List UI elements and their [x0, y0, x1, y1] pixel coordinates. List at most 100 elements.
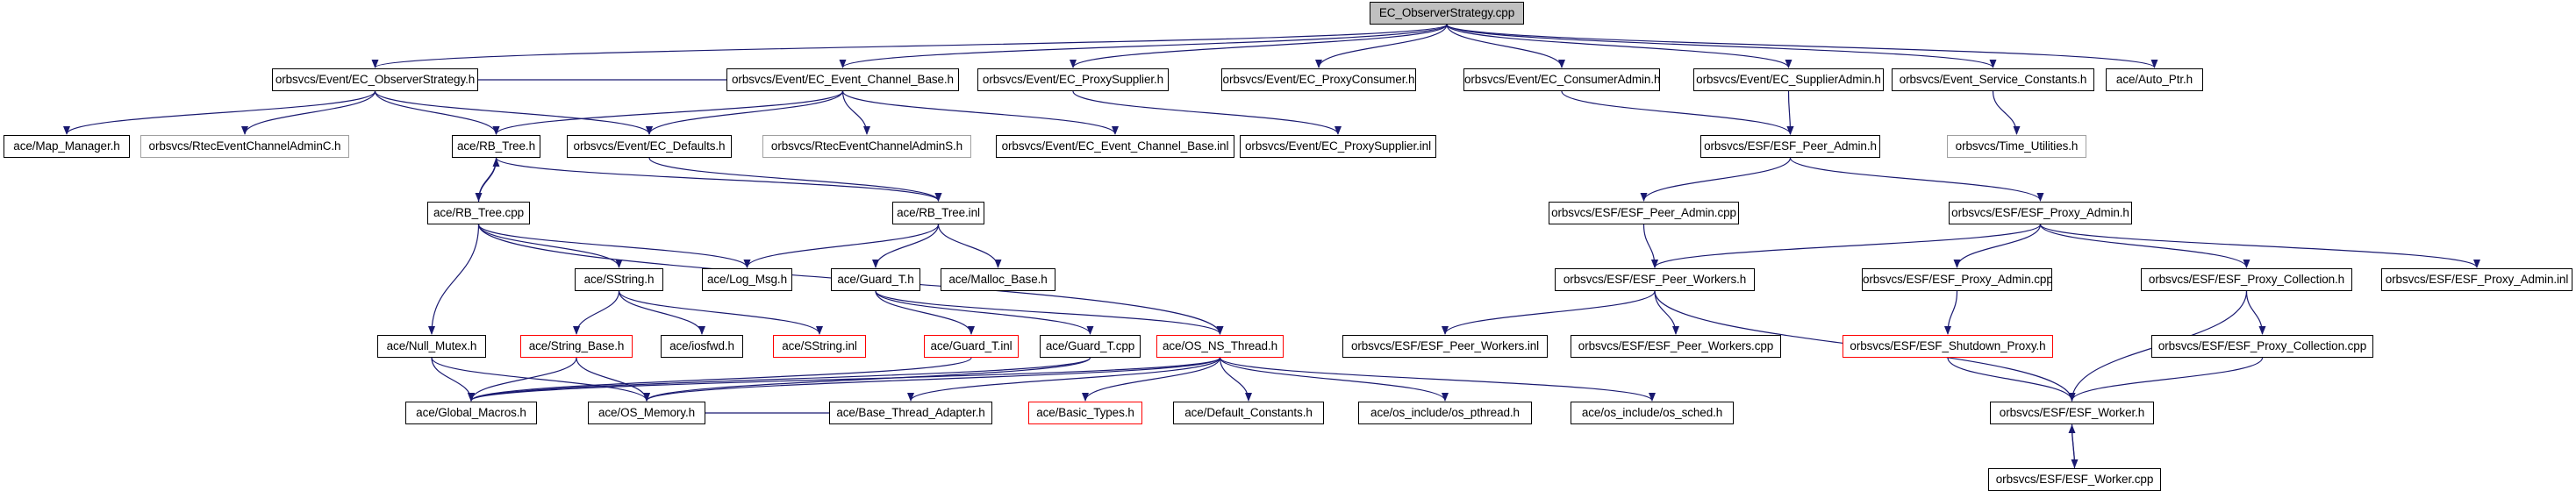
graph-node[interactable]: orbsvcs/RtecEventChannelAdminS.h: [762, 135, 971, 158]
graph-node[interactable]: orbsvcs/ESF/ESF_Proxy_Admin.h: [1949, 202, 2132, 224]
graph-node[interactable]: ace/Guard_T.inl: [924, 335, 1019, 358]
graph-edge: [1072, 90, 1342, 135]
graph-node[interactable]: ace/Map_Manager.h: [4, 135, 130, 158]
graph-node[interactable]: orbsvcs/Time_Utilities.h: [1947, 135, 2086, 158]
graph-node[interactable]: orbsvcs/ESF/ESF_Proxy_Admin.inl: [2381, 268, 2572, 291]
graph-node[interactable]: ace/OS_Memory.h: [588, 402, 705, 424]
graph-node[interactable]: orbsvcs/RtecEventChannelAdminC.h: [140, 135, 349, 158]
graph-edge: [477, 158, 500, 203]
graph-node[interactable]: ace/iosfwd.h: [661, 335, 743, 358]
graph-node[interactable]: ace/OS_NS_Thread.h: [1156, 335, 1284, 358]
graph-edge: [2039, 224, 2480, 268]
graph-node[interactable]: orbsvcs/Event/EC_Defaults.h: [567, 135, 732, 158]
graph-node[interactable]: ace/String_Base.h: [520, 335, 633, 358]
graph-node[interactable]: orbsvcs/ESF/ESF_Worker.h: [1990, 402, 2154, 424]
node-label: ace/Malloc_Base.h: [948, 273, 1048, 286]
graph-edge: [468, 357, 972, 402]
node-label: orbsvcs/Event/EC_Defaults.h: [573, 139, 726, 153]
graph-node[interactable]: orbsvcs/Event/EC_SupplierAdmin.h: [1693, 68, 1884, 91]
graph-node[interactable]: ace/Global_Macros.h: [405, 402, 537, 424]
node-label: ace/OS_NS_Thread.h: [1162, 339, 1278, 352]
node-label: orbsvcs/ESF/ESF_Proxy_Admin.inl: [2385, 273, 2569, 286]
graph-node[interactable]: ace/SString.h: [575, 268, 663, 291]
graph-node[interactable]: ace/os_include/os_sched.h: [1571, 402, 1734, 424]
graph-node[interactable]: ace/Default_Constants.h: [1173, 402, 1324, 424]
graph-node[interactable]: orbsvcs/Event/EC_ProxyConsumer.h: [1221, 68, 1416, 91]
graph-node[interactable]: orbsvcs/Event/EC_Event_Channel_Base.h: [726, 68, 959, 91]
graph-edge: [875, 290, 1094, 335]
graph-node[interactable]: orbsvcs/ESF/ESF_Peer_Admin.h: [1700, 135, 1880, 158]
graph-edge: [475, 157, 497, 202]
graph-edge: [643, 357, 1091, 402]
graph-node[interactable]: orbsvcs/Event/EC_ProxySupplier.inl: [1240, 135, 1436, 158]
graph-node[interactable]: ace/Auto_Ptr.h: [2106, 68, 2203, 91]
graph-node[interactable]: orbsvcs/ESF/ESF_Shutdown_Proxy.h: [1843, 335, 2053, 358]
graph-node[interactable]: ace/RB_Tree.inl: [892, 202, 984, 224]
graph-node[interactable]: ace/Guard_T.h: [831, 268, 920, 291]
graph-edge: [1654, 290, 1679, 335]
node-label: orbsvcs/ESF/ESF_Peer_Admin.h: [1704, 139, 1877, 153]
graph-edge: [1953, 224, 2042, 268]
graph-edge: [937, 224, 1002, 268]
graph-node[interactable]: ace/Log_Msg.h: [702, 268, 792, 291]
graph-edge: [2039, 224, 2250, 268]
node-label: orbsvcs/ESF/ESF_Proxy_Collection.cpp: [2157, 339, 2367, 352]
graph-node[interactable]: ace/RB_Tree.h: [452, 135, 540, 158]
graph-node[interactable]: ace/Basic_Types.h: [1028, 402, 1142, 424]
node-label: ace/RB_Tree.cpp: [433, 206, 525, 219]
node-label: orbsvcs/ESF/ESF_Peer_Workers.inl: [1350, 339, 1540, 352]
graph-edge: [839, 24, 1448, 68]
graph-edge: [63, 90, 376, 135]
graph-node[interactable]: ace/Base_Thread_Adapter.h: [829, 402, 992, 424]
node-label: orbsvcs/Event/EC_ProxyConsumer.h: [1222, 73, 1415, 86]
graph-node[interactable]: orbsvcs/Event/EC_ConsumerAdmin.h: [1463, 68, 1660, 91]
graph-edge: [1651, 224, 2042, 268]
node-label: ace/Global_Macros.h: [416, 406, 526, 419]
graph-node[interactable]: orbsvcs/Event/EC_ObserverStrategy.h: [272, 68, 478, 91]
node-label: orbsvcs/ESF/ESF_Worker.cpp: [1995, 473, 2154, 486]
graph-node[interactable]: ace/os_include/os_pthread.h: [1358, 402, 1532, 424]
graph-node[interactable]: ace/Guard_T.cpp: [1040, 335, 1141, 358]
graph-edge: [1082, 357, 1221, 402]
node-label: orbsvcs/ESF/ESF_Peer_Workers.cpp: [1578, 339, 1774, 352]
graph-node[interactable]: orbsvcs/ESF/ESF_Peer_Workers.cpp: [1571, 335, 1781, 358]
graph-node[interactable]: orbsvcs/ESF/ESF_Peer_Workers.inl: [1342, 335, 1548, 358]
graph-node[interactable]: orbsvcs/ESF/ESF_Peer_Workers.h: [1555, 268, 1755, 291]
node-label: ace/Basic_Types.h: [1036, 406, 1134, 419]
graph-node[interactable]: ace/RB_Tree.cpp: [427, 202, 530, 224]
graph-edge: [743, 224, 940, 268]
node-label: ace/Auto_Ptr.h: [2115, 73, 2193, 86]
graph-node[interactable]: orbsvcs/ESF/ESF_Proxy_Admin.cpp: [1862, 268, 2052, 291]
graph-edge: [1315, 24, 1448, 68]
graph-edge: [841, 90, 1119, 135]
graph-node[interactable]: EC_ObserverStrategy.cpp: [1370, 2, 1524, 25]
graph-edge: [573, 290, 620, 335]
node-label: orbsvcs/Time_Utilities.h: [1955, 139, 2079, 153]
graph-node[interactable]: orbsvcs/ESF/ESF_Proxy_Collection.cpp: [2151, 335, 2373, 358]
graph-node[interactable]: orbsvcs/ESF/ESF_Worker.cpp: [1988, 468, 2161, 491]
graph-node[interactable]: orbsvcs/Event/EC_Event_Channel_Base.inl: [996, 135, 1234, 158]
graph-node[interactable]: ace/Malloc_Base.h: [941, 268, 1055, 291]
graph-node[interactable]: orbsvcs/Event_Service_Constants.h: [1892, 68, 2094, 91]
graph-edge: [1442, 290, 1656, 335]
graph-edge: [643, 357, 1221, 402]
node-label: orbsvcs/Event/EC_ProxySupplier.inl: [1245, 139, 1431, 153]
graph-node[interactable]: orbsvcs/ESF/ESF_Proxy_Collection.h: [2141, 268, 2352, 291]
graph-edge: [477, 224, 623, 268]
graph-node[interactable]: ace/SString.inl: [773, 335, 866, 358]
graph-node[interactable]: orbsvcs/Event/EC_ProxySupplier.h: [977, 68, 1169, 91]
node-label: ace/Log_Msg.h: [706, 273, 787, 286]
graph-node[interactable]: orbsvcs/ESF/ESF_Peer_Admin.cpp: [1549, 202, 1739, 224]
graph-edge: [492, 90, 844, 135]
node-label: orbsvcs/ESF/ESF_Proxy_Admin.cpp: [1863, 273, 2052, 286]
graph-edge: [1947, 357, 2076, 402]
graph-edge: [1446, 24, 1792, 68]
graph-node[interactable]: ace/Null_Mutex.h: [377, 335, 486, 358]
graph-edge: [1789, 157, 2044, 202]
graph-edge: [1446, 24, 2158, 68]
node-label: ace/RB_Tree.h: [457, 139, 535, 153]
graph-edge: [1992, 90, 2021, 135]
graph-edge: [1446, 24, 1565, 68]
node-label: ace/Null_Mutex.h: [386, 339, 477, 352]
graph-edge: [2245, 290, 2266, 335]
